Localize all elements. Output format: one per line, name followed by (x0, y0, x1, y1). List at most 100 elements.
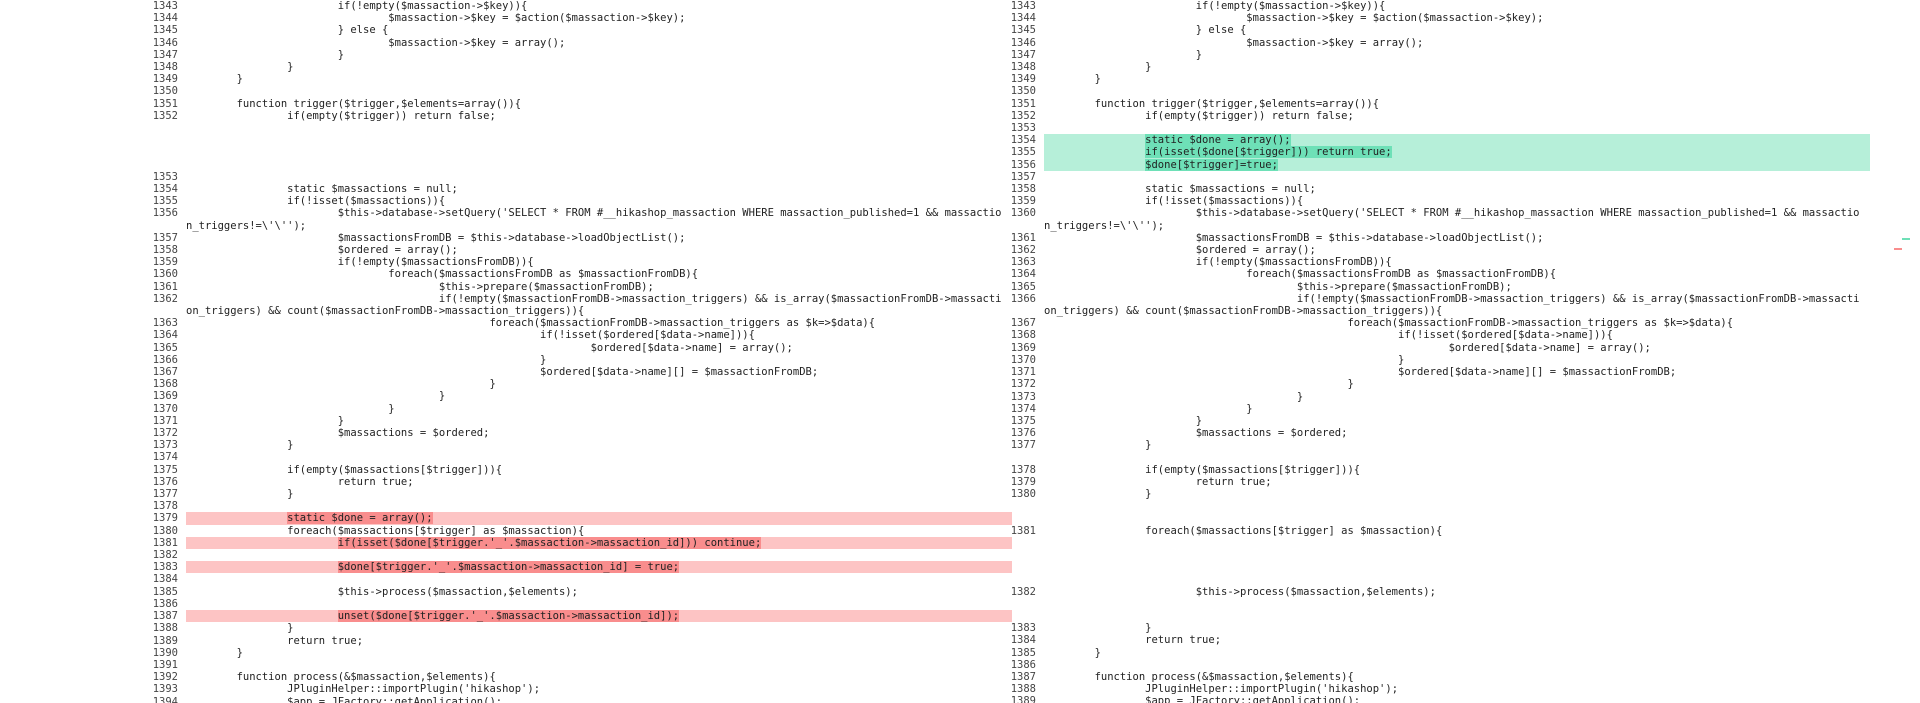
diff-line-right-27: 1370 } (996, 354, 1870, 366)
line-number: 1377 (152, 488, 178, 501)
diff-line-right-50: 1384 return true; (996, 634, 1870, 646)
line-number: 1358 (152, 244, 178, 256)
diff-line-left-45: 1384 (138, 573, 1012, 585)
code-text: $massactionsFromDB = $this->database->lo… (1044, 231, 1544, 244)
line-number: 1373 (152, 439, 178, 452)
line-number: 1354 (152, 182, 178, 195)
diff-line-right-33: 1376 $massactions = $ordered; (996, 427, 1870, 439)
diff-line-left-38: 1377 } (138, 488, 1012, 500)
code-text: $ordered[$data->name] = array(); (1044, 341, 1651, 354)
diff-line-left-34: 1373 } (138, 439, 1012, 451)
diff-line-left-1: 1344 $massaction->$key = $action($massac… (138, 12, 1012, 24)
code-text: } else { (186, 24, 389, 37)
removed-change-marker[interactable] (1894, 248, 1902, 250)
code-text: } (186, 378, 496, 391)
diff-line-right-6: 1349 } (996, 73, 1870, 85)
line-number: 1362 (152, 292, 178, 305)
diff-line-right-17: 1360 $this->database->setQuery('SELECT *… (996, 207, 1870, 231)
diff-line-left-18: 1357 $massactionsFromDB = $this->databas… (138, 232, 1012, 244)
diff-line-left-35: 1374 (138, 451, 1012, 463)
code-text: $massaction->$key = array(); (186, 36, 566, 49)
line-number: 1389 (1010, 695, 1036, 703)
diff-line-right-19: 1362 $ordered = array(); (996, 244, 1870, 256)
diff-line-right-28: 1371 $ordered[$data->name][] = $massacti… (996, 366, 1870, 378)
code-text: if(!isset($ordered[$data->name])){ (186, 329, 755, 342)
code-text: JPluginHelper::importPlugin('hikashop'); (1044, 683, 1399, 696)
diff-line-right-4: 1347 } (996, 49, 1870, 61)
line-number: 1372 (152, 427, 178, 440)
line-number: 1394 (152, 695, 178, 703)
left-diff-pane[interactable]: 1343 if(!empty($massaction->$key)){1344 … (138, 0, 1012, 703)
added-change-marker[interactable] (1902, 238, 1910, 240)
line-number: 1357 (152, 231, 178, 244)
code-text: } (186, 439, 294, 452)
code-text: $ordered[$data->name][] = $massactionFro… (186, 366, 819, 379)
code-text: static $massactions = null; (186, 182, 458, 195)
code-text: } (1044, 414, 1203, 427)
line-number: 1345 (1010, 24, 1036, 37)
line-number: 1374 (1010, 402, 1036, 415)
code-text: $ordered[$data->name][] = $massactionFro… (1044, 366, 1677, 379)
right-diff-pane[interactable]: 1343 if(!empty($massaction->$key)){1344 … (996, 0, 1870, 703)
line-number: 1388 (152, 622, 178, 635)
line-number: 1350 (1010, 85, 1036, 98)
code-text: $this->process($massaction,$elements); (1044, 585, 1436, 598)
line-number: 1383 (152, 561, 178, 574)
diff-line-left-49: 1388 } (138, 622, 1012, 634)
line-number: 1366 (1010, 292, 1036, 305)
line-number: 1347 (1010, 48, 1036, 61)
line-number: 1352 (1010, 109, 1036, 122)
removed-text-highlight: unset($done[$trigger.'_'.$massaction->ma… (337, 610, 680, 623)
code-text: $ordered = array(); (186, 244, 458, 256)
line-number: 1368 (1010, 329, 1036, 342)
diff-line-right-1: 1344 $massaction->$key = $action($massac… (996, 12, 1870, 24)
code-text: $this->prepare($massactionFromDB); (186, 280, 654, 293)
diff-line-left-47: 1386 (138, 598, 1012, 610)
diff-line-right-40 (996, 513, 1870, 525)
diff-line-left-31: 1370 } (138, 403, 1012, 415)
line-number: 1356 (1010, 158, 1036, 171)
line-number: 1345 (152, 24, 178, 37)
code-text: $this->database->setQuery('SELECT * FROM… (1044, 207, 1860, 232)
line-number: 1364 (152, 329, 178, 342)
diff-line-left-3: 1346 $massaction->$key = array(); (138, 37, 1012, 49)
line-number: 1384 (152, 573, 178, 586)
diff-line-right-29: 1372 } (996, 378, 1870, 390)
diff-line-right-41: 1381 foreach($massactions[$trigger] as $… (996, 525, 1870, 537)
line-number: 1387 (1010, 671, 1036, 684)
diff-line-left-27: 1366 } (138, 354, 1012, 366)
diff-line-left-50: 1389 return true; (138, 635, 1012, 647)
diff-line-right-34: 1377 } (996, 439, 1870, 451)
diff-line-left-10 (138, 122, 1012, 134)
line-number: 1383 (1010, 622, 1036, 635)
diff-line-right-49: 1383 } (996, 622, 1870, 634)
code-text: return true; (1044, 634, 1222, 647)
diff-line-right-10: 1353 (996, 122, 1870, 134)
diff-line-left-6: 1349 } (138, 73, 1012, 85)
diff-line-left-39: 1378 (138, 500, 1012, 512)
diff-line-left-21: 1360 foreach($massactionsFromDB as $mass… (138, 268, 1012, 280)
code-text: if(isset($done[$trigger])) return true; (1044, 146, 1870, 159)
diff-line-left-15: 1354 static $massactions = null; (138, 183, 1012, 195)
code-text: } (1044, 622, 1152, 635)
line-number: 1359 (152, 256, 178, 269)
diff-line-right-37: 1379 return true; (996, 476, 1870, 488)
line-number: 1380 (152, 524, 178, 537)
diff-line-left-16: 1355 if(!isset($massactions)){ (138, 195, 1012, 207)
line-number: 1386 (152, 597, 178, 610)
diff-line-left-42: 1381 if(isset($done[$trigger.'_'.$massac… (138, 536, 1012, 550)
code-text: } (1044, 73, 1101, 86)
diff-overview-scrollbar[interactable] (1892, 0, 1912, 703)
line-number: 1348 (152, 61, 178, 74)
code-text: $this->prepare($massactionFromDB); (1044, 280, 1512, 293)
code-text: function trigger($trigger,$elements=arra… (1044, 97, 1380, 110)
diff-line-right-13: 1356 $done[$trigger]=true; (996, 158, 1870, 171)
added-text-highlight: $done[$trigger]=true; (1145, 158, 1278, 171)
code-text: $this->process($massaction,$elements); (186, 585, 578, 598)
line-number: 1376 (1010, 427, 1036, 440)
code-text: } (186, 48, 345, 61)
line-number: 1350 (152, 85, 178, 98)
line-number: 1361 (1010, 231, 1036, 244)
line-number: 1389 (152, 634, 178, 647)
diff-line-left-37: 1376 return true; (138, 476, 1012, 488)
